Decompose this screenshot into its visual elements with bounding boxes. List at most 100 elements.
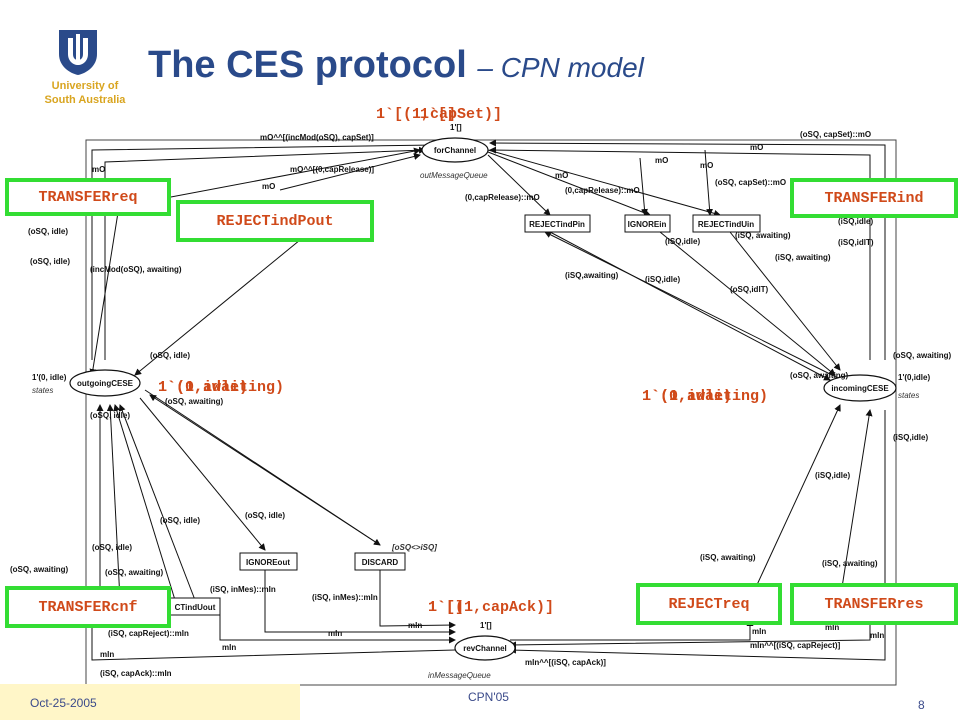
arc-transferres-in [839,409,873,601]
arc-label: (iSQ,idle) [838,217,873,226]
arc-label: (oSQ, idle) [92,543,132,552]
arc-label: (oSQ, idle) [160,516,200,525]
marking-revchannel-1: 1`[(1,capAck)] [428,599,554,616]
arc-reject-pout-out [134,239,301,376]
arc-label: (oSQ, awaiting) [10,565,69,574]
highlight-rejectreq[interactable]: REJECTreq [636,583,782,625]
arc-label: (oSQ, capSet)::mO [800,130,871,139]
arc-label: mIn [408,621,422,630]
arc-label: (iSQ, capReject)::mIn [108,629,189,638]
transition-rejectindpin [524,214,591,233]
arc-ignorein-in [659,231,836,376]
arc-label: (iSQ,idle) [815,471,850,480]
arc-right-top-2 [489,146,871,360]
transition-ignoreout [239,552,298,571]
arc-label: mO^^[(incMod(oSQ), capSet)] [260,133,374,142]
arc-label: (oSQ,idlT) [730,285,769,294]
transition-ignoreout-label: IGNOREout [246,558,290,567]
transition-discard [354,552,406,571]
place-forchannel [421,137,489,163]
arc-mo-2 [704,149,714,216]
arc-cnf-out [113,404,176,601]
arc-label: (oSQ, idle) [28,227,68,236]
arc-label: (iSQ, awaiting) [775,253,831,262]
arc-label: mIn [825,623,839,632]
transition-ignorein-label: IGNOREin [628,220,667,229]
arc-label: (iSQ, awaiting) [822,559,878,568]
place-incomingcese [823,374,897,402]
marking-forchannel-2: 1`[] [420,106,456,123]
transition-transfercnf-label: CTindUout [175,603,216,612]
arc-label: mIn^^[(iSQ, capAck)] [525,658,606,667]
arc-label: (iSQ, awaiting) [700,553,756,562]
arc-label: (oSQ, capSet)::mO [715,178,786,187]
transition-rejectinduin-label: REJECTindUin [698,220,754,229]
highlight-rejectindpout[interactable]: REJECTindPout [176,200,374,242]
arc-label: (iSQ,idle) [645,275,680,284]
arc-bottom-left-2 [106,404,121,601]
arc-label: (oSQ, awaiting) [790,371,849,380]
place-incomingcese-label: incomingCESE [831,384,889,393]
arc-discard-rev [379,570,456,629]
arc-discard-out [149,394,381,546]
arc-mo-1 [639,157,648,216]
arc-label: (iSQ, awaiting) [735,231,791,240]
arc-left-top-1 [91,141,436,360]
title-sub: – CPN model [477,52,644,83]
arc-in-bottom [509,410,886,661]
arc-label: (iSQ, inMes)::mIn [210,585,276,594]
arc-cnf-rev [219,615,456,644]
university-name-line1: University of [51,80,119,92]
title-main: The CES protocol [148,44,467,86]
arc-rejectuin-in [729,231,841,371]
arc-label: mO^^[(0,capRelease)] [290,165,374,174]
footer-conference: CPN'05 [468,690,509,704]
transition-rejectindpin-label: REJECTindPin [529,220,585,229]
footer-date: Oct-25-2005 [30,696,97,710]
arc-label: mO [655,156,668,165]
arc-label: (iSQ, capAck)::mIn [100,669,172,678]
place-revchannel-init: 1'[] [480,621,492,630]
place-outgoingcese [69,369,141,397]
marking-forchannel-1: 1`[(1,capSet)] [376,106,502,123]
place-forchannel-type: outMessageQueue [420,171,488,180]
marking-outgoing-2: 1`(0,idle) [158,379,248,396]
arc-transferreq-for [154,147,421,201]
slide-title: The CES protocol – CPN model [148,44,644,87]
place-forchannel-label: forChannel [434,146,476,155]
arc-rev-rejectreq [510,619,754,641]
arc-cnf-out-2 [118,404,196,601]
highlight-transferres[interactable]: TRANSFERres [790,583,958,625]
arc-label: (incMod(oSQ), awaiting) [90,265,182,274]
highlight-transfercnf[interactable]: TRANSFERcnf [5,586,171,628]
arc-label: mO [750,143,763,152]
arc-label: (oSQ, idle) [90,411,130,420]
place-revchannel-type: inMessageQueue [428,671,491,680]
arc-label: mIn [328,629,342,638]
arc-label: mO [700,161,713,170]
arc-label: (iSQ,idle) [893,433,928,442]
marking-incoming-2: 1`(0,idle) [642,388,732,405]
highlight-transferreq[interactable]: TRANSFERreq [5,178,171,216]
arc-rejectreq-in [749,404,841,601]
arc-rejectpin-in [549,231,831,381]
arc-guard: [oSQ<>iSQ] [391,543,437,552]
arc-label: mO [262,182,275,191]
arc-for-rejectuin [487,149,721,217]
arc-label: (oSQ, idle) [30,257,70,266]
arc-label: mIn [222,643,236,652]
place-outgoingcese-label: outgoingCESE [77,379,134,388]
arc-label: mIn [870,631,884,640]
arc-label: (iSQ,idle) [665,237,700,246]
arc-right-top-1 [489,139,886,360]
arc-for-ignorein [487,151,651,217]
highlight-transferind[interactable]: TRANSFERind [790,178,958,218]
arc-label: mIn [100,650,114,659]
university-logo [55,28,101,76]
arc-transferreq-out [89,199,121,376]
arc-label: mO [92,165,105,174]
transition-discard-label: DISCARD [362,558,399,567]
arc-label: (oSQ, awaiting) [165,397,224,406]
footer-bar [0,684,300,720]
